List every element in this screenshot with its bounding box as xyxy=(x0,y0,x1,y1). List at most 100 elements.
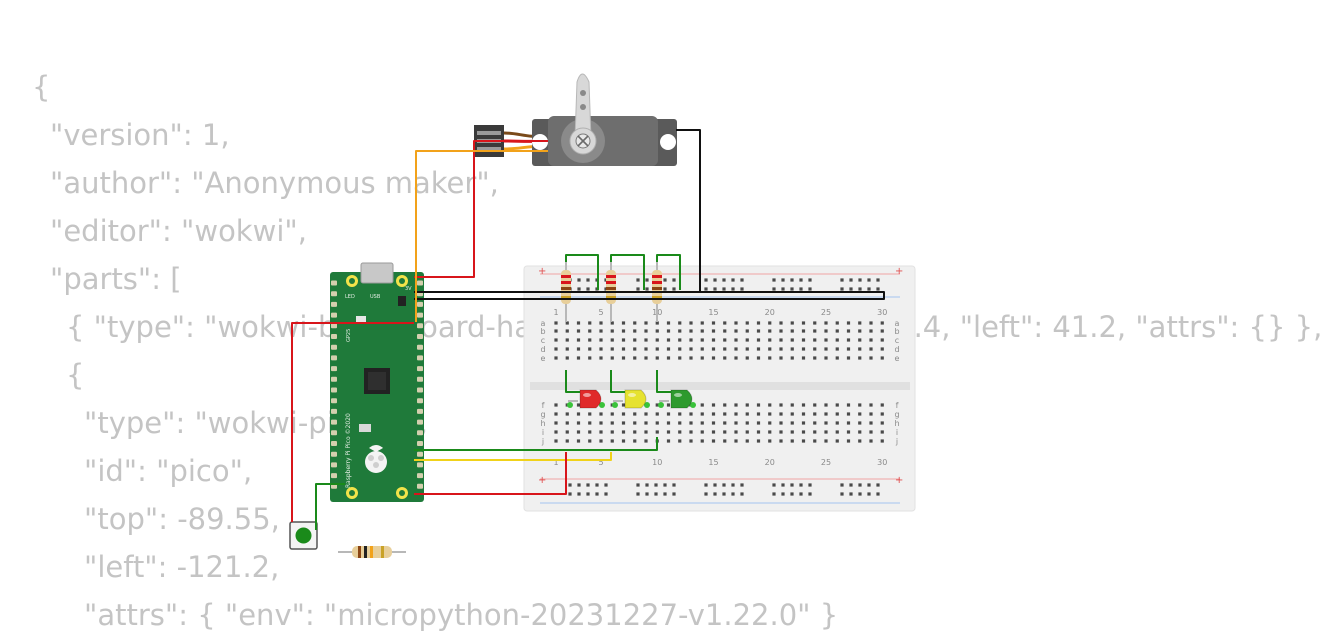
breadboard-hole[interactable] xyxy=(790,421,794,425)
rail-hole[interactable] xyxy=(586,287,590,291)
pico-pin[interactable] xyxy=(417,344,423,350)
breadboard-hole[interactable] xyxy=(824,347,828,351)
breadboard-hole[interactable] xyxy=(880,347,884,351)
led-group[interactable] xyxy=(567,389,696,409)
breadboard-hole[interactable] xyxy=(756,439,761,443)
breadboard-hole[interactable] xyxy=(554,439,558,443)
breadboard-hole[interactable] xyxy=(756,430,761,434)
breadboard-hole[interactable] xyxy=(824,356,828,360)
rail-hole[interactable] xyxy=(713,278,717,282)
rail-hole[interactable] xyxy=(722,278,726,282)
breadboard-hole[interactable] xyxy=(846,356,851,360)
pico-pin[interactable] xyxy=(331,376,337,382)
rail-hole[interactable] xyxy=(636,483,640,487)
breadboard-hole[interactable] xyxy=(689,338,693,342)
rail-hole[interactable] xyxy=(799,287,803,291)
rail-hole[interactable] xyxy=(808,483,812,487)
breadboard-hole[interactable] xyxy=(666,421,671,425)
breadboard-hole[interactable] xyxy=(576,439,581,443)
breadboard-hole[interactable] xyxy=(824,439,828,443)
pico-pin[interactable] xyxy=(331,291,337,297)
breadboard-hole[interactable] xyxy=(756,356,761,360)
breadboard-hole[interactable] xyxy=(666,329,671,333)
rail-hole[interactable] xyxy=(740,278,744,282)
breadboard-hole[interactable] xyxy=(666,439,671,443)
breadboard-hole[interactable] xyxy=(554,412,558,416)
rail-hole[interactable] xyxy=(704,483,708,487)
breadboard-hole[interactable] xyxy=(621,421,626,425)
pico-pin[interactable] xyxy=(331,334,337,339)
breadboard-hole[interactable] xyxy=(835,356,839,360)
breadboard-hole[interactable] xyxy=(756,412,761,416)
breadboard-hole[interactable] xyxy=(880,403,884,407)
rail-hole[interactable] xyxy=(722,492,726,496)
breadboard-hole[interactable] xyxy=(678,356,682,360)
breadboard-hole[interactable] xyxy=(768,412,772,416)
breadboard-hole[interactable] xyxy=(745,439,749,443)
breadboard-hole[interactable] xyxy=(880,412,884,416)
rail-hole[interactable] xyxy=(772,278,776,282)
breadboard-hole[interactable] xyxy=(756,329,761,333)
breadboard-hole[interactable] xyxy=(768,403,772,407)
breadboard-hole[interactable] xyxy=(599,430,603,434)
breadboard-hole[interactable] xyxy=(835,439,839,443)
breadboard-hole[interactable] xyxy=(835,338,839,342)
breadboard-hole[interactable] xyxy=(745,321,749,325)
breadboard-hole[interactable] xyxy=(835,321,839,325)
breadboard-hole[interactable] xyxy=(565,439,569,443)
breadboard-hole[interactable] xyxy=(779,403,783,407)
breadboard-hole[interactable] xyxy=(655,347,659,351)
rail-hole[interactable] xyxy=(781,287,785,291)
rail-hole[interactable] xyxy=(604,483,608,487)
rail-hole[interactable] xyxy=(858,278,862,282)
rail-hole[interactable] xyxy=(772,287,776,291)
breadboard-hole[interactable] xyxy=(869,403,873,407)
rail-hole[interactable] xyxy=(636,278,640,282)
rail-hole[interactable] xyxy=(713,483,717,487)
breadboard-hole[interactable] xyxy=(565,356,569,360)
breadboard-hole[interactable] xyxy=(700,412,704,416)
breadboard-hole[interactable] xyxy=(869,329,873,333)
breadboard-hole[interactable] xyxy=(666,430,671,434)
rail-hole[interactable] xyxy=(849,278,853,282)
pico-pin[interactable] xyxy=(417,419,423,425)
breadboard-hole[interactable] xyxy=(801,412,806,416)
pico-pin[interactable] xyxy=(417,441,423,446)
breadboard-hole[interactable] xyxy=(846,338,851,342)
breadboard-hole[interactable] xyxy=(711,338,716,342)
rail-hole[interactable] xyxy=(663,287,667,291)
rail-hole[interactable] xyxy=(790,278,794,282)
pico-pin[interactable] xyxy=(417,387,423,393)
rail-hole[interactable] xyxy=(645,483,649,487)
breadboard-hole[interactable] xyxy=(824,430,828,434)
breadboard-hole[interactable] xyxy=(700,321,704,325)
pico-pin[interactable] xyxy=(331,301,337,307)
rail-hole[interactable] xyxy=(586,278,590,282)
pushbutton[interactable] xyxy=(289,521,318,550)
rail-hole[interactable] xyxy=(577,287,581,291)
breadboard-hole[interactable] xyxy=(835,430,839,434)
pico-pin[interactable] xyxy=(331,441,337,446)
breadboard-hole[interactable] xyxy=(756,347,761,351)
breadboard-hole[interactable] xyxy=(745,430,749,434)
breadboard-hole[interactable] xyxy=(633,421,637,425)
breadboard-hole[interactable] xyxy=(835,329,839,333)
breadboard-hole[interactable] xyxy=(734,439,738,443)
pico-pin[interactable] xyxy=(417,366,423,372)
pico-pin[interactable] xyxy=(331,430,337,436)
pico-pin[interactable] xyxy=(331,280,337,286)
breadboard-hole[interactable] xyxy=(655,403,659,407)
breadboard-hole[interactable] xyxy=(858,347,862,351)
breadboard-hole[interactable] xyxy=(734,338,738,342)
breadboard-hole[interactable] xyxy=(655,321,659,325)
breadboard-hole[interactable] xyxy=(813,347,817,351)
breadboard-hole[interactable] xyxy=(621,347,626,351)
rail-hole[interactable] xyxy=(577,492,581,496)
breadboard-hole[interactable] xyxy=(768,439,772,443)
rail-hole[interactable] xyxy=(672,483,676,487)
breadboard-hole[interactable] xyxy=(610,439,614,443)
rail-hole[interactable] xyxy=(849,483,853,487)
rail-hole[interactable] xyxy=(840,278,844,282)
breadboard-hole[interactable] xyxy=(790,356,794,360)
rail-hole[interactable] xyxy=(663,492,667,496)
